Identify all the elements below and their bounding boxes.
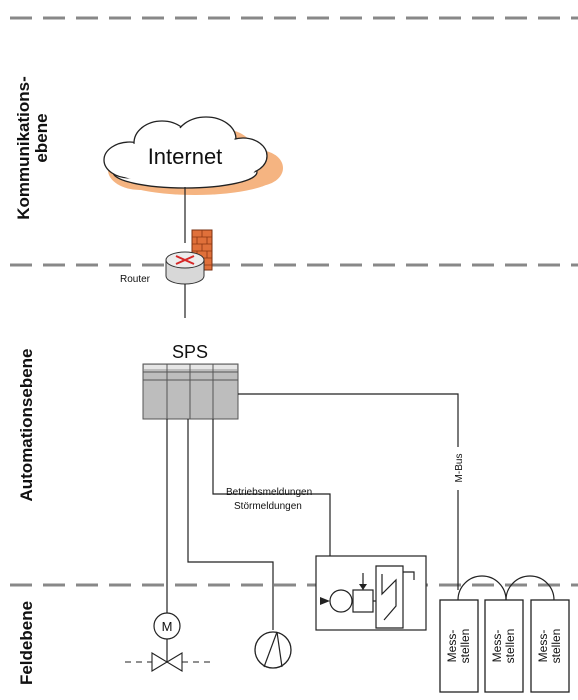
link-sps-mbus [238,393,459,447]
level-dividers [10,16,578,587]
meter-3-label-line1: Mess- [536,630,550,663]
controller-box [315,555,427,631]
signal-fault-label: Störmeldungen [234,501,302,512]
level-label-communication-1: Kommunikations- [14,76,33,220]
sps-plc-icon [142,363,239,420]
meter-3-label-line2: stellen [549,629,563,664]
pump-icon [254,631,292,669]
signal-operation-label: Betriebsmeldungen [226,487,312,498]
level-label-field: Feldebene [17,601,36,685]
meter-2: Mess- stellen [484,599,524,693]
sps-label: SPS [172,342,208,362]
meter-3: Mess- stellen [530,599,570,693]
mbus-label: M-Bus [454,454,465,483]
meter-2-label-line1: Mess- [490,630,504,663]
internet-cloud-icon [103,116,283,195]
motor-label: M [162,619,173,634]
level-label-automation: Automationsebene [17,348,36,501]
link-sps-controller [212,419,331,556]
mbus-chain-arcs [457,575,555,601]
internet-label: Internet [148,144,223,169]
meter-1: Mess- stellen [439,599,479,693]
meter-2-label-line2: stellen [503,629,517,664]
meter-1-label-line2: stellen [458,629,472,664]
meter-1-label-line1: Mess- [445,630,459,663]
valve-icon [125,652,210,672]
link-sps-pump [187,419,274,630]
router-label: Router [120,274,151,285]
router-icon [165,251,205,285]
level-label-communication-2: ebene [32,113,51,162]
